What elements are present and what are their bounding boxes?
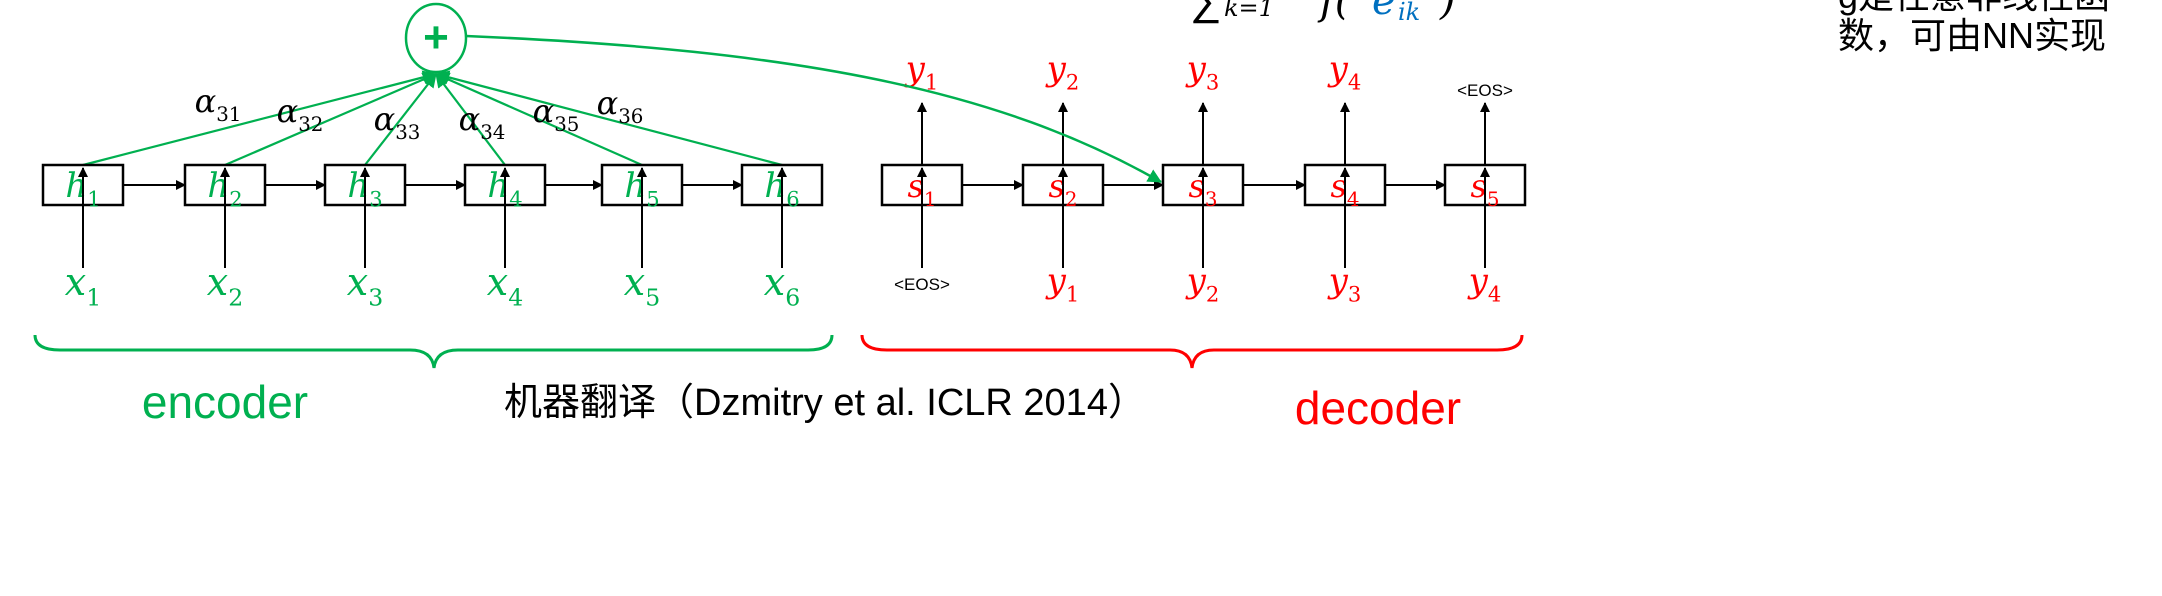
encoder-input-label: x2 (207, 260, 243, 312)
formula-var-sub: ik (1398, 0, 1420, 26)
attention-weight-label: α31 (195, 82, 242, 126)
encoder-input-label: x5 (624, 260, 660, 312)
decoder-input-label: y4 (1467, 261, 1502, 307)
note-line-2: 数，可由NN实现 (1838, 15, 2106, 56)
attention-line (82, 70, 437, 167)
decoder-output-label: y1 (904, 49, 939, 95)
encoder-label: encoder (142, 376, 308, 428)
sum-node (404, 2, 468, 74)
attention-line (435, 70, 783, 167)
attention-weight-label: α34 (459, 100, 506, 144)
top-formula-fragment: ∑ k=1 f( e ik ) (1190, 0, 1456, 26)
attention-line (364, 73, 437, 166)
plus-icon: + (423, 13, 449, 62)
decoder-brace (860, 334, 1524, 369)
attention-line (435, 73, 506, 166)
decoder-output-label: <EOS> (1457, 81, 1513, 100)
formula-var: e (1372, 0, 1396, 24)
decoder-output-label: y4 (1327, 49, 1362, 95)
attention-weight-label: α36 (597, 84, 644, 128)
decoder-output-label: y2 (1045, 49, 1080, 95)
decoder-output-label: y3 (1185, 49, 1220, 95)
attention-weight-label: α33 (374, 100, 421, 144)
formula-subscript: k=1 (1224, 0, 1274, 22)
attention-line (224, 72, 437, 167)
encoder-brace (33, 334, 834, 369)
encoder-input-label: x3 (347, 260, 383, 312)
decoder-label: decoder (1295, 382, 1461, 434)
decoder-input-label: y3 (1327, 261, 1362, 307)
encoder-input-label: x4 (487, 260, 523, 312)
decoder-input-label: <EOS> (894, 275, 950, 294)
note-line-1: g是任意非线性函 (1838, 0, 2110, 16)
caption: 机器翻译（Dzmitry et al. ICLR 2014） (504, 382, 1146, 424)
attention-weight-label: α32 (277, 92, 324, 136)
encoder-input-label: x6 (764, 260, 800, 312)
sum-symbol: ∑ (1190, 0, 1221, 24)
context-vector-arrow (465, 34, 1162, 184)
formula-function: f( (1317, 0, 1352, 24)
encoder-input-label: x1 (65, 260, 101, 312)
decoder-input-label: y2 (1185, 261, 1220, 307)
decoder-input-label: y1 (1045, 261, 1080, 307)
attention-weight-label: α35 (533, 92, 580, 136)
formula-close: ) (1439, 0, 1456, 24)
attention-line (435, 72, 643, 167)
